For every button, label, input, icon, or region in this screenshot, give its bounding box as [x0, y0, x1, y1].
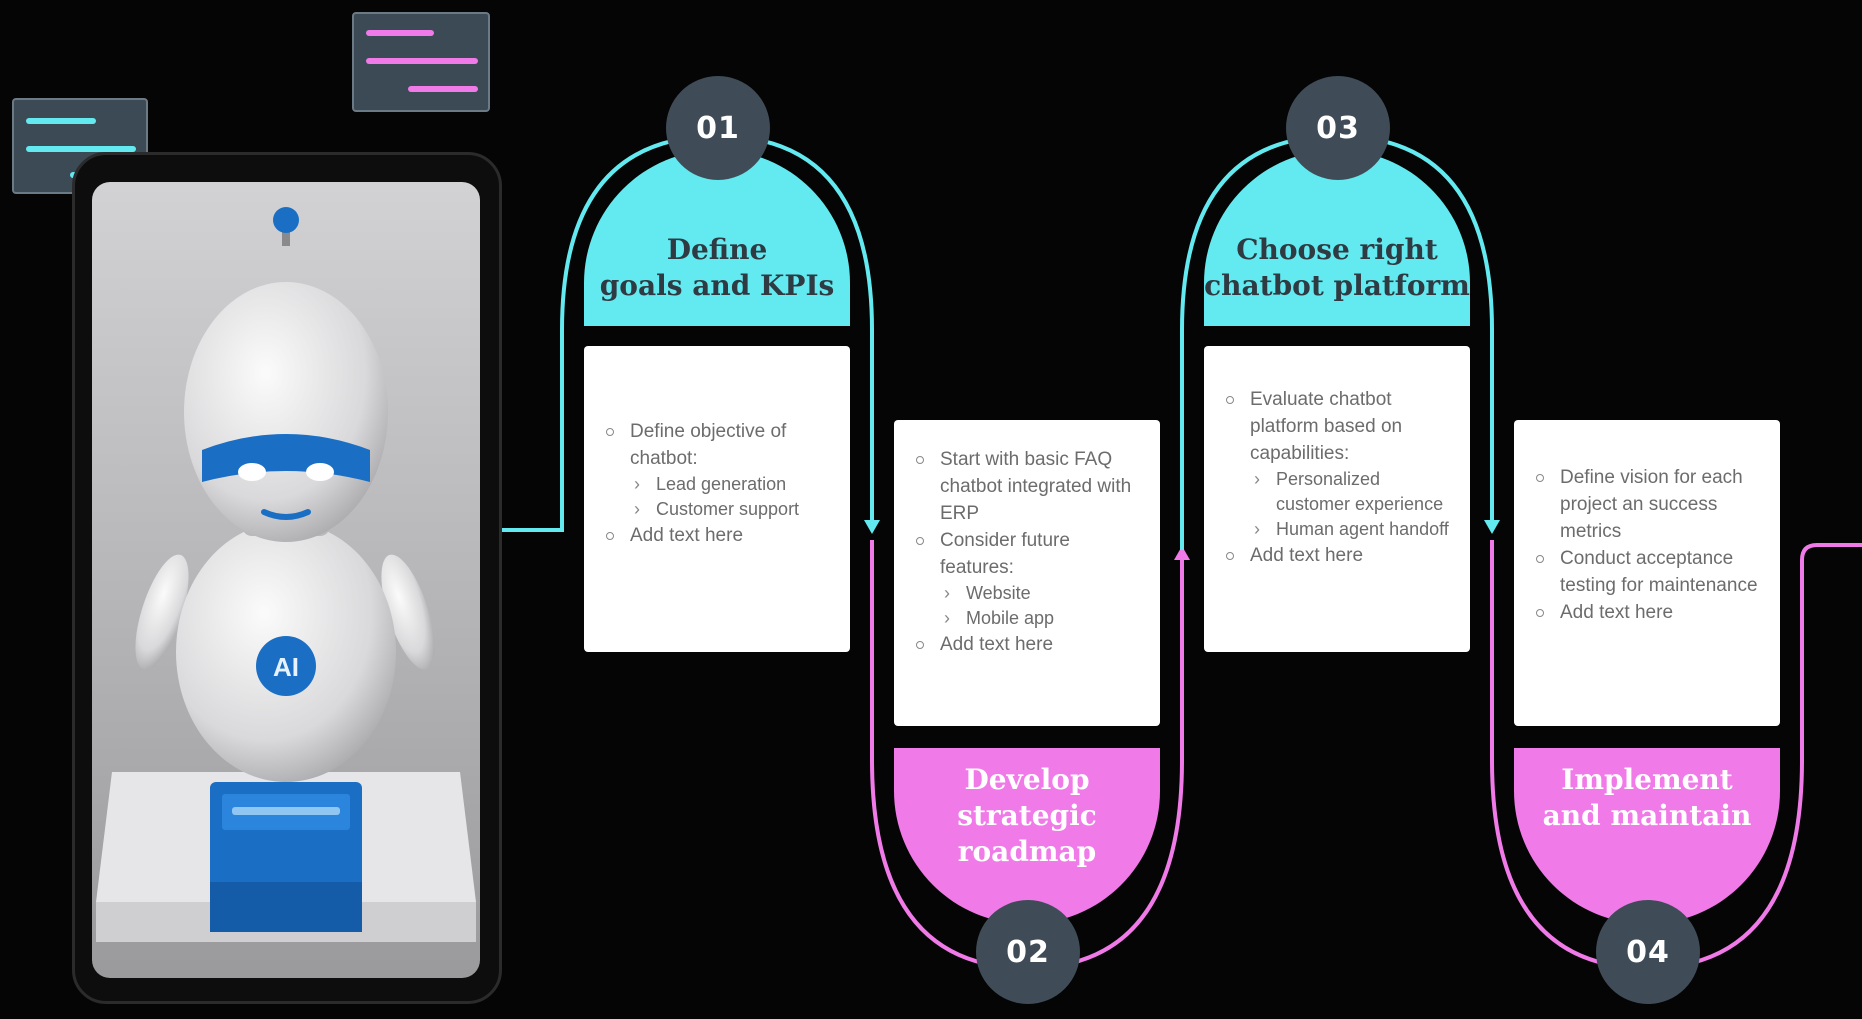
phone-screen: AI [92, 182, 480, 978]
bullet-item: Add text here [1224, 542, 1452, 569]
sub-bullet-item: Customer support [604, 497, 832, 522]
step-03-card: Evaluate chatbot platform based on capab… [1204, 346, 1470, 652]
step-04-number: 04 [1596, 900, 1700, 1004]
connector-step-04-loop [1490, 540, 1862, 971]
bullet-item: Evaluate chatbot platform based on capab… [1224, 386, 1452, 467]
robot-head [184, 282, 388, 542]
step-01-list: Define objective of chatbot: Lead generati… [604, 418, 832, 549]
bubble-line [408, 86, 478, 92]
robot-antenna-tip [273, 207, 299, 233]
sub-bullet-item: Lead generation [604, 472, 832, 497]
step-02-number: 02 [976, 900, 1080, 1004]
sub-bullet-item: Website [914, 581, 1142, 606]
robot-chest-label: AI [273, 652, 299, 682]
robot-right-eye [306, 463, 334, 481]
bubble-line [26, 118, 96, 124]
step-01-card: Define objective of chatbot: Lead generati… [584, 346, 850, 652]
sub-bullet-item: Personalized customer experience [1224, 467, 1452, 517]
robot-chest-badge [256, 636, 316, 696]
bullet-item: chatbot: [630, 448, 698, 469]
step-02-title: Develop strategic roadmap [957, 763, 1097, 868]
step-03-number: 03 [1286, 76, 1390, 180]
bullet-item: Add text here [914, 631, 1142, 658]
sub-bullet-item: Mobile app [914, 606, 1142, 631]
bullet-item: Conduct acceptance testing for maintenan… [1534, 545, 1762, 599]
bubble-line [26, 146, 136, 152]
step-04-card: Define vision for each project an succes… [1514, 420, 1780, 726]
arrow-out-step-02 [1174, 546, 1190, 560]
bullet-item: Add text here [1534, 599, 1762, 626]
robot-right-arm [381, 554, 435, 670]
step-04-title: Implement and maintain [1542, 763, 1752, 832]
chat-bubble-right [352, 12, 490, 112]
robot-mouth [261, 509, 311, 520]
bullet-item: Define objective of [604, 418, 832, 445]
bullet-item: Define vision for each project an succes… [1534, 464, 1762, 545]
sub-bullet-item: Human agent handoff [1224, 517, 1452, 542]
robot-illustration: AI [96, 207, 476, 942]
bullet-item: Add text here [604, 522, 832, 549]
step-02-list: Start with basic FAQ chatbot integrated … [914, 446, 1142, 658]
bubble-line [366, 30, 434, 36]
step-02-card: Start with basic FAQ chatbot integrated … [894, 420, 1160, 726]
robot-left-eye [238, 463, 266, 481]
step-03-title: Choose right chatbot platform [1204, 233, 1470, 302]
step-04-list: Define vision for each project an succes… [1534, 464, 1762, 626]
bullet-item: Start with basic FAQ chatbot integrated … [914, 446, 1142, 527]
arrow-into-step-04 [1484, 520, 1500, 534]
robot-left-arm [135, 554, 189, 670]
bullet-item: Consider future features: [914, 527, 1142, 581]
arrow-into-step-02 [864, 520, 880, 534]
bubble-line [366, 58, 478, 64]
step-03-list: Evaluate chatbot platform based on capab… [1224, 386, 1452, 569]
step-01-number: 01 [666, 76, 770, 180]
step-01-title: Define goals and KPIs [599, 233, 835, 302]
